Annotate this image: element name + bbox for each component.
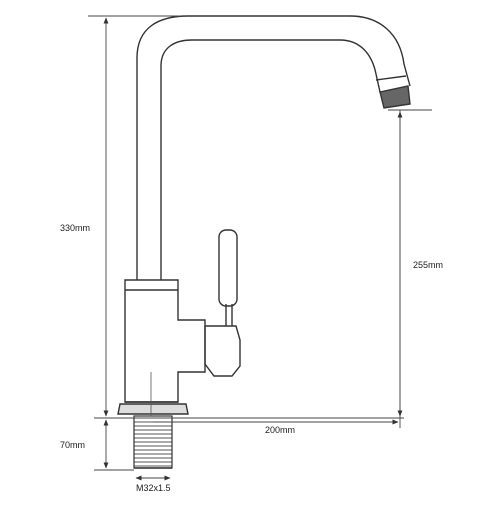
dimension-lines [88, 15, 432, 481]
handle-stem [225, 304, 233, 326]
dimension-label-overall-height: 330mm [60, 223, 91, 233]
spout-inner-wall [160, 39, 381, 280]
spout-outer-wall [136, 15, 411, 280]
dimension-label-spout-reach: 200mm [265, 425, 296, 435]
handle-mount [204, 325, 241, 377]
dimension-label-spout-height: 255mm [413, 260, 444, 270]
lever-handle [218, 229, 238, 307]
dimension-label-shank-length: 70mm [60, 440, 86, 450]
faucet-outline [117, 15, 411, 415]
base-flange [117, 403, 189, 415]
aerator-tip [379, 85, 411, 109]
dimension-label-thread-size: M32x1.5 [136, 483, 171, 493]
threaded-shank [133, 415, 173, 469]
body-housing [124, 279, 206, 403]
aerator-edge [375, 75, 407, 81]
